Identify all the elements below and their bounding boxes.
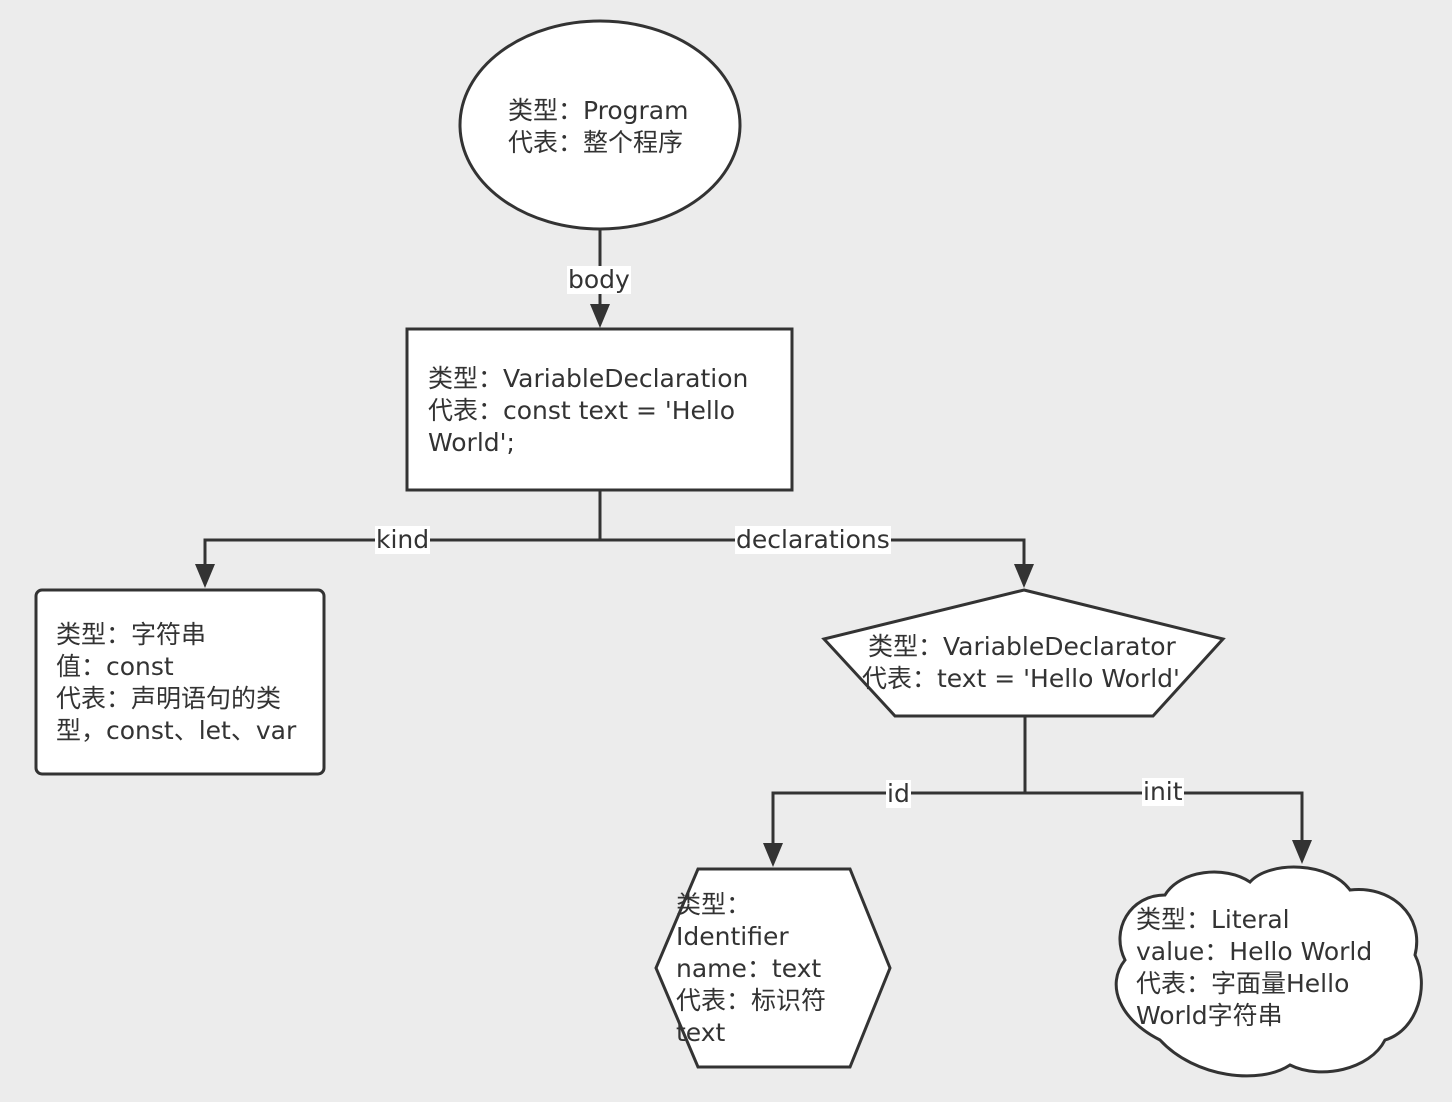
identifier-node-shape [654,867,892,1069]
edge-declarations-arrow [1014,564,1034,588]
kind-value-node-shape [34,588,326,776]
variable-declaration-node-text: 类型：VariableDeclaration 代表：const text = '… [428,363,748,459]
literal-value-text: value：Hello World [1136,937,1373,966]
identifier-desc-text: 代表：标识符 [676,986,827,1015]
variable-declaration-type-text: 类型：VariableDeclaration [428,364,749,393]
variable-declarator-node-shape [821,588,1226,718]
literal-desc-text-cont: World字符串 [1136,1001,1283,1030]
variable-declaration-desc-text-cont: World'; [428,428,515,457]
program-node-shape [458,19,742,231]
identifier-type-text: 类型： [676,890,752,919]
identifier-node-text: 类型： Identifier name：text 代表：标识符 text [676,889,826,1049]
kind-value-node-text: 类型：字符串 值：const 代表：声明语句的类 型，const、let、var [56,619,296,747]
variable-declarator-type-text: 类型：VariableDeclarator [868,632,1176,661]
kind-value-desc-text-cont: 型，const、let、var [56,716,297,745]
identifier-name-text: name：text [676,954,822,983]
edge-init-line [1025,791,1304,842]
edge-label-init: init [1142,777,1184,806]
variable-declaration-desc-text: 代表：const text = 'Hello [428,396,736,425]
edge-label-body: body [567,265,631,294]
kind-value-desc-text: 代表：声明语句的类 [56,684,282,713]
edge-kind-arrow [195,564,215,588]
program-node-text: 类型：Program 代表：整个程序 [508,95,688,159]
edge-body-arrow [590,304,610,328]
literal-node-shape [1114,865,1423,1078]
literal-node-text: 类型：Literal value：Hello World 代表：字面量Hello… [1136,904,1372,1032]
edge-label-declarations: declarations [735,525,891,554]
variable-declarator-node-text: 类型：VariableDeclarator 代表：text = 'Hello W… [862,631,1180,695]
literal-type-text: 类型：Literal [1136,905,1290,934]
identifier-desc-text-cont: text [676,1018,726,1047]
variable-declarator-desc-text: 代表：text = 'Hello World' [862,664,1180,693]
kind-value-type-text: 类型：字符串 [56,620,207,649]
program-type-text: 类型：Program [508,96,689,125]
edge-label-id: id [886,779,911,808]
program-desc-text: 代表：整个程序 [508,128,684,157]
identifier-type-value-text: Identifier [676,922,789,951]
edge-id-arrow [763,843,783,867]
variable-declaration-node-shape [405,327,794,492]
kind-value-value-text: 值：const [56,652,174,681]
literal-desc-text: 代表：字面量Hello [1136,969,1350,998]
edge-label-kind: kind [375,525,431,554]
edge-init-arrow [1292,840,1312,864]
